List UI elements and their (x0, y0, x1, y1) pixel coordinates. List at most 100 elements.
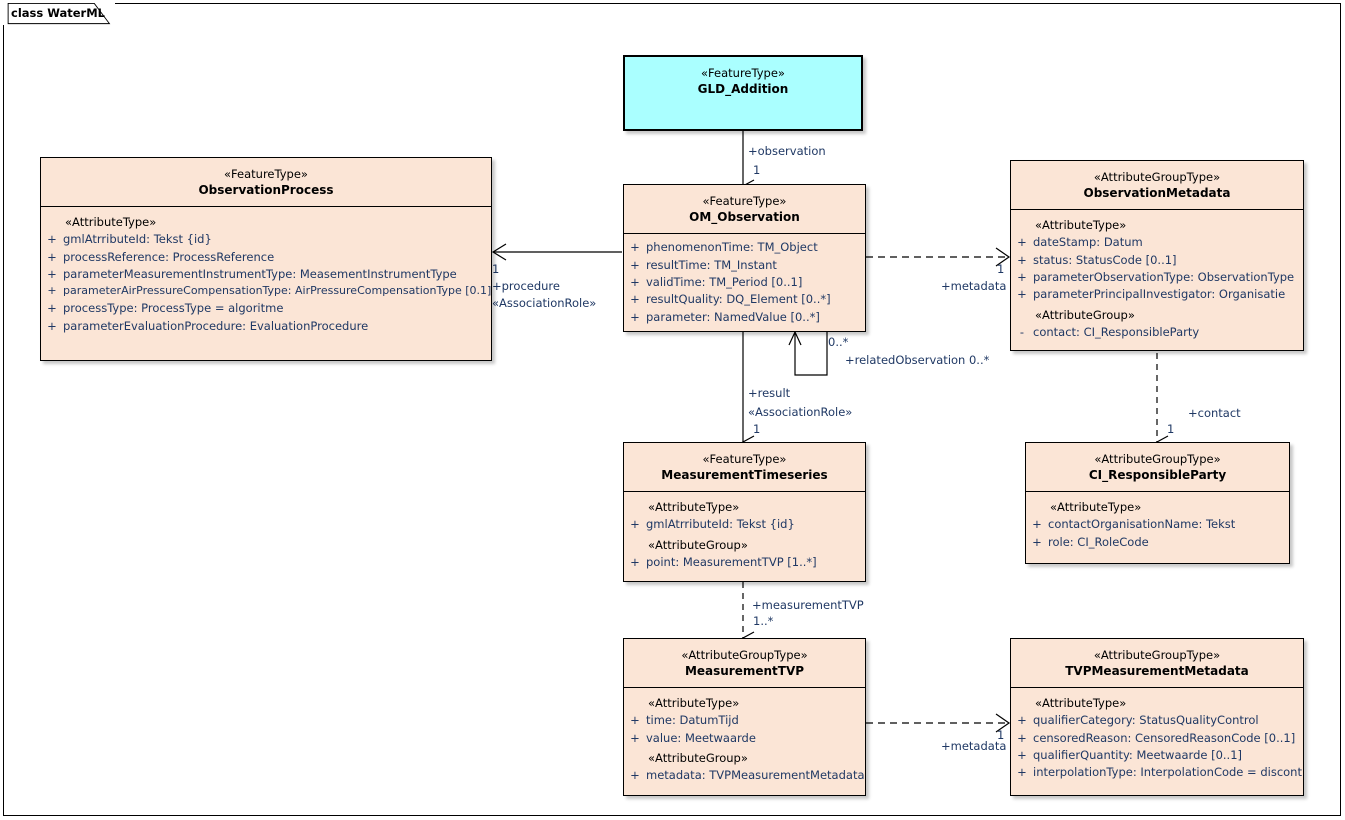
connector-measurement-tvp-multiplicity: 1..* (753, 614, 774, 628)
attribute-row: + parameterAirPressureCompensationType: … (41, 283, 491, 300)
attribute-row: + qualifierQuantity: Meetwaarde [0..1] (1011, 747, 1303, 764)
attribute-group-label: «AttributeGroup» (648, 537, 748, 552)
attribute-visibility: + (1017, 235, 1027, 250)
connector-result-stereotype: «AssociationRole» (748, 405, 853, 419)
attribute-row: + parameterPrincipalInvestigator: Organi… (1011, 286, 1303, 303)
attribute-text: point: MeasurementTVP [1..*] (646, 554, 817, 569)
attribute-visibility: + (1017, 765, 1027, 780)
attribute-visibility: + (1017, 252, 1027, 267)
class-om-observation[interactable]: «FeatureType» OM_Observation + phenomeno… (623, 184, 866, 332)
class-attributes: «AttributeType» + gmlAtrributeId: Tekst … (624, 492, 865, 579)
connector-procedure-role: +procedure (492, 279, 560, 293)
attribute-visibility: + (1017, 730, 1027, 745)
class-attributes: + phenomenonTime: TM_Object + resultTime… (624, 234, 865, 334)
class-stereotype: «FeatureType» (702, 452, 787, 466)
attribute-visibility: + (1032, 534, 1042, 549)
attribute-text: dateStamp: Datum (1033, 235, 1143, 250)
class-header: «FeatureType» MeasurementTimeseries (624, 443, 865, 493)
connector-related-observation-role: +relatedObservation 0..* (845, 353, 990, 367)
attribute-row: + qualifierCategory: StatusQualityContro… (1011, 712, 1303, 729)
attribute-text: parameterMeasurementInstrumentType: Meas… (63, 267, 457, 282)
class-header: «AttributeGroupType» MeasurementTVP (624, 639, 865, 689)
attribute-text: qualifierQuantity: Meetwaarde [0..1] (1033, 748, 1243, 763)
connector-tvp-metadata-role: +metadata (941, 739, 1007, 753)
attribute-visibility: + (630, 292, 640, 307)
attribute-row: + processType: ProcessType = algoritme (41, 300, 491, 317)
class-observation-metadata[interactable]: «AttributeGroupType» ObservationMetadata… (1010, 160, 1304, 351)
attribute-text: processReference: ProcessReference (63, 249, 275, 264)
attribute-visibility: + (630, 730, 640, 745)
attribute-row: + role: CI_RoleCode (1026, 534, 1289, 551)
attribute-text: contactOrganisationName: Tekst (1048, 517, 1236, 532)
connector-result-multiplicity: 1 (753, 422, 761, 436)
diagram-title: class WaterML (11, 6, 105, 20)
connector-measurement-tvp-role: +measurementTVP (752, 598, 864, 612)
class-attributes: «AttributeType» + contactOrganisationNam… (1026, 492, 1289, 559)
attribute-visibility: + (630, 240, 640, 255)
attribute-text: role: CI_RoleCode (1048, 534, 1149, 549)
attribute-text: censoredReason: CensoredReasonCode [0..1… (1033, 730, 1296, 745)
connector-observation-metadata-role: +metadata (941, 279, 1007, 293)
attribute-text: parameterEvaluationProcedure: Evaluation… (63, 318, 369, 333)
connector-related-observation-multiplicity: 0..* (828, 335, 849, 349)
attribute-visibility: + (47, 232, 57, 247)
class-ci-responsibleparty[interactable]: «AttributeGroupType» CI_ResponsibleParty… (1025, 442, 1290, 564)
attribute-visibility: + (47, 301, 57, 316)
connector-contact-role: +contact (1188, 406, 1241, 420)
class-measurement-tvp[interactable]: «AttributeGroupType» MeasurementTVP «Att… (623, 638, 866, 796)
attribute-visibility: + (1017, 270, 1027, 285)
class-stereotype: «AttributeGroupType» (1093, 170, 1221, 184)
attribute-group-label: «AttributeType» (65, 215, 157, 230)
class-header: «FeatureType» OM_Observation (624, 185, 865, 235)
class-observation-process[interactable]: «FeatureType» ObservationProcess «Attrib… (40, 157, 492, 361)
connector-contact-multiplicity: 1 (1167, 422, 1175, 436)
attribute-visibility: + (47, 249, 57, 264)
connector-result-role: +result (748, 386, 791, 400)
attribute-row: - contact: CI_ResponsibleParty (1011, 324, 1303, 341)
attribute-text: contact: CI_ResponsibleParty (1033, 324, 1200, 339)
attribute-row: + metadata: TVPMeasurementMetadata (624, 767, 865, 784)
attribute-row: + resultQuality: DQ_Element [0..*] (624, 291, 865, 308)
class-attributes: «AttributeType» + time: DatumTijd + valu… (624, 688, 865, 792)
class-stereotype: «FeatureType» (224, 167, 308, 181)
class-gld-addition[interactable]: «FeatureType» GLD_Addition (623, 55, 863, 131)
attribute-row: + time: DatumTijd (624, 712, 865, 729)
connector-observation-metadata-multiplicity: 1 (997, 262, 1005, 276)
attribute-visibility: + (630, 309, 640, 324)
class-name: OM_Observation (689, 209, 800, 224)
attribute-row: + parameterEvaluationProcedure: Evaluati… (41, 318, 491, 335)
class-attributes: «AttributeType» + gmlAtrributeId: Tekst … (41, 207, 491, 343)
class-attributes: «AttributeType» + qualifierCategory: Sta… (1011, 688, 1303, 790)
attribute-text: gmlAtrributeId: Tekst {id} (646, 517, 795, 532)
attribute-text: qualifierCategory: StatusQualityControl (1033, 713, 1259, 728)
attribute-text: parameterObservationType: ObservationTyp… (1033, 270, 1295, 285)
class-attributes: «AttributeType» + dateStamp: Datum + sta… (1011, 210, 1303, 349)
attribute-visibility: - (1019, 324, 1025, 339)
attribute-group-label: «AttributeGroup» (1035, 307, 1135, 322)
class-header: «FeatureType» ObservationProcess (41, 158, 491, 208)
class-measurement-timeseries[interactable]: «FeatureType» MeasurementTimeseries «Att… (623, 442, 866, 582)
class-tvp-measurement-metadata[interactable]: «AttributeGroupType» TVPMeasurementMetad… (1010, 638, 1304, 796)
attribute-visibility: + (630, 275, 640, 290)
attribute-group-label: «AttributeGroup» (648, 751, 748, 766)
attribute-group-label: «AttributeType» (1050, 500, 1142, 515)
class-name: MeasurementTVP (684, 663, 805, 678)
attribute-visibility: + (1017, 748, 1027, 763)
attribute-group-label: «AttributeType» (1035, 696, 1127, 711)
class-header: «AttributeGroupType» TVPMeasurementMetad… (1011, 639, 1303, 689)
connector-procedure-multiplicity: 1 (492, 262, 500, 276)
attribute-text: parameterAirPressureCompensationType: Ai… (63, 284, 491, 298)
attribute-row: + phenomenonTime: TM_Object (624, 239, 865, 256)
class-stereotype: «AttributeGroupType» (681, 648, 808, 662)
attribute-visibility: + (630, 517, 640, 532)
attribute-visibility: + (630, 713, 640, 728)
attribute-visibility: + (47, 284, 57, 298)
attribute-visibility: + (47, 318, 57, 333)
attribute-group-label: «AttributeType» (648, 500, 740, 515)
attribute-text: status: StatusCode [0..1] (1033, 252, 1177, 267)
class-stereotype: «FeatureType» (701, 66, 785, 80)
class-header: «AttributeGroupType» CI_ResponsibleParty (1026, 443, 1289, 493)
attribute-text: resultTime: TM_Instant (646, 257, 777, 272)
attribute-visibility: + (630, 257, 640, 272)
